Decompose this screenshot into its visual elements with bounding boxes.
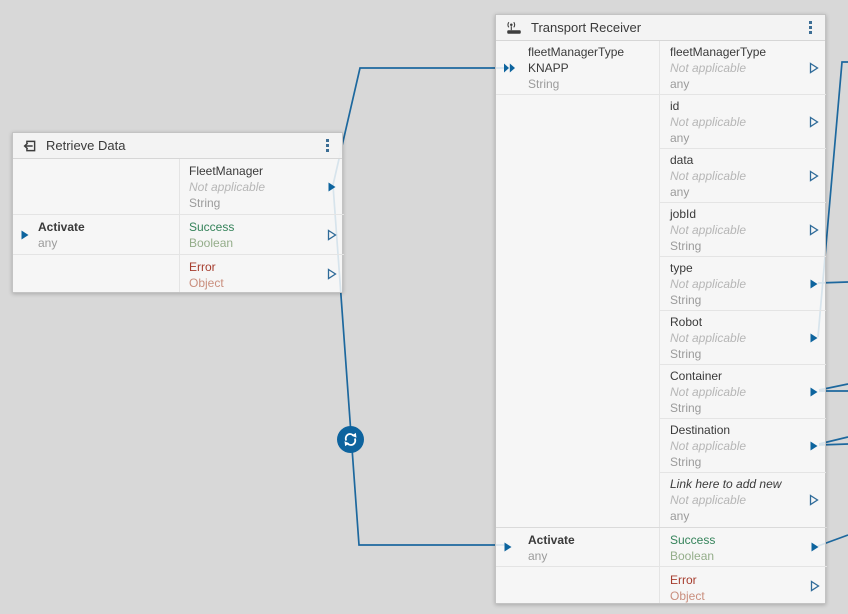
- port-row: fleetManagerType Not applicable any: [660, 41, 826, 95]
- link-fleetmanager-to-fleetmanagertype[interactable]: [332, 67, 506, 186]
- port-type: Object: [670, 589, 705, 603]
- output-port-arrow-icon[interactable]: [810, 579, 820, 592]
- port-value: Not applicable: [670, 331, 747, 345]
- node-title: Transport Receiver: [531, 20, 642, 35]
- output-port-arrow-icon[interactable]: [809, 440, 819, 452]
- input-port-arrow-icon[interactable]: [503, 541, 513, 553]
- port-value: Not applicable: [670, 223, 747, 237]
- port-name: type: [670, 261, 693, 275]
- output-port-arrow-icon[interactable]: [809, 386, 819, 398]
- port-value: Not applicable: [670, 493, 747, 507]
- output-port-arrow-icon[interactable]: [810, 541, 820, 553]
- port-type: String: [528, 77, 560, 91]
- port-row: Robot Not applicable String: [660, 311, 826, 365]
- port-value: Not applicable: [670, 439, 747, 453]
- input-port-arrow-icon[interactable]: [20, 229, 30, 241]
- port-band: Activate any Success Boolean: [13, 215, 344, 255]
- port-type: any: [670, 77, 690, 91]
- port-value: Not applicable: [670, 169, 747, 183]
- output-port-arrow-icon[interactable]: [809, 115, 819, 128]
- port-row: fleetManagerType KNAPP String: [496, 41, 659, 95]
- port-name: Robot: [670, 315, 703, 329]
- port-type: String: [670, 347, 702, 361]
- kebab-menu-icon[interactable]: [805, 18, 816, 37]
- port-value: Not applicable: [670, 61, 747, 75]
- output-port-arrow-icon[interactable]: [327, 181, 337, 193]
- port-row: FleetManager Not applicable String: [13, 159, 344, 215]
- output-port-arrow-icon[interactable]: [809, 332, 819, 344]
- port-name: Activate: [528, 533, 575, 547]
- port-name: fleetManagerType: [528, 45, 625, 59]
- node-body: FleetManager Not applicable String Activ…: [13, 159, 344, 292]
- port-row: Destination Not applicable String: [660, 419, 826, 473]
- output-port-arrow-icon[interactable]: [809, 169, 819, 182]
- port-band: Error Object: [496, 568, 827, 603]
- column-divider: [179, 159, 180, 292]
- node-transport-receiver[interactable]: Transport Receiver fleetManagerType KNAP…: [495, 14, 827, 604]
- sync-link-badge[interactable]: [337, 426, 364, 453]
- port-type: any: [670, 131, 690, 145]
- output-port-arrow-icon[interactable]: [327, 267, 337, 280]
- port-type: Boolean: [189, 236, 234, 250]
- port-name: Container: [670, 369, 723, 383]
- sync-icon: [344, 432, 357, 447]
- port-name: Activate: [38, 220, 85, 234]
- port-type: String: [670, 455, 702, 469]
- output-port-arrow-icon[interactable]: [809, 61, 819, 74]
- port-row: Link here to add new Not applicable any: [660, 473, 826, 527]
- port-name: Destination: [670, 423, 731, 437]
- port-row: Container Not applicable String: [660, 365, 826, 419]
- port-type: String: [670, 293, 702, 307]
- port-name: fleetManagerType: [670, 45, 767, 59]
- output-port-arrow-icon[interactable]: [809, 278, 819, 290]
- node-title: Retrieve Data: [46, 138, 126, 153]
- output-port-arrow-icon[interactable]: [327, 228, 337, 241]
- port-row: id Not applicable any: [660, 95, 826, 149]
- port-type: Boolean: [670, 549, 715, 563]
- port-value: Not applicable: [189, 180, 266, 194]
- input-port-double-arrow-icon[interactable]: [503, 62, 518, 74]
- port-type: any: [528, 549, 548, 563]
- column-divider: [659, 41, 660, 603]
- port-row: data Not applicable any: [660, 149, 826, 203]
- output-port-arrow-icon[interactable]: [809, 494, 819, 506]
- port-type: Object: [189, 276, 224, 290]
- node-body: fleetManagerType KNAPP String fleetManag…: [496, 41, 827, 603]
- link-fleetmanager-to-activate[interactable]: [332, 184, 506, 546]
- port-name: Link here to add new: [670, 477, 782, 491]
- port-name: jobId: [670, 207, 697, 221]
- port-name: Success: [189, 220, 235, 234]
- port-name: data: [670, 153, 694, 167]
- port-value: KNAPP: [528, 61, 569, 75]
- port-value: Not applicable: [670, 385, 747, 399]
- node-transport-receiver-header[interactable]: Transport Receiver: [496, 15, 825, 41]
- port-band: Error Object: [13, 255, 344, 292]
- port-name: FleetManager: [189, 164, 264, 178]
- port-value: Not applicable: [670, 277, 747, 291]
- port-type: any: [670, 509, 690, 523]
- port-row: type Not applicable String: [660, 257, 826, 311]
- retrieve-data-icon: [23, 140, 36, 151]
- port-name: Error: [189, 260, 216, 274]
- port-type: String: [670, 401, 702, 415]
- kebab-menu-icon[interactable]: [322, 136, 333, 155]
- port-name: Error: [670, 573, 697, 587]
- node-retrieve-data-header[interactable]: Retrieve Data: [13, 133, 342, 159]
- transport-receiver-icon: [507, 21, 521, 34]
- port-band: Activate any Success Boolean: [496, 527, 827, 567]
- port-value: Not applicable: [670, 115, 747, 129]
- output-port-arrow-icon[interactable]: [809, 223, 819, 236]
- port-type: any: [38, 236, 58, 250]
- port-type: String: [189, 196, 221, 210]
- port-type: any: [670, 185, 690, 199]
- node-retrieve-data[interactable]: Retrieve Data FleetManager Not applicabl…: [12, 132, 344, 293]
- port-name: id: [670, 99, 680, 113]
- port-name: Success: [670, 533, 716, 547]
- port-row: jobId Not applicable String: [660, 203, 826, 257]
- link-robot-out[interactable]: [817, 61, 848, 338]
- port-type: String: [670, 239, 702, 253]
